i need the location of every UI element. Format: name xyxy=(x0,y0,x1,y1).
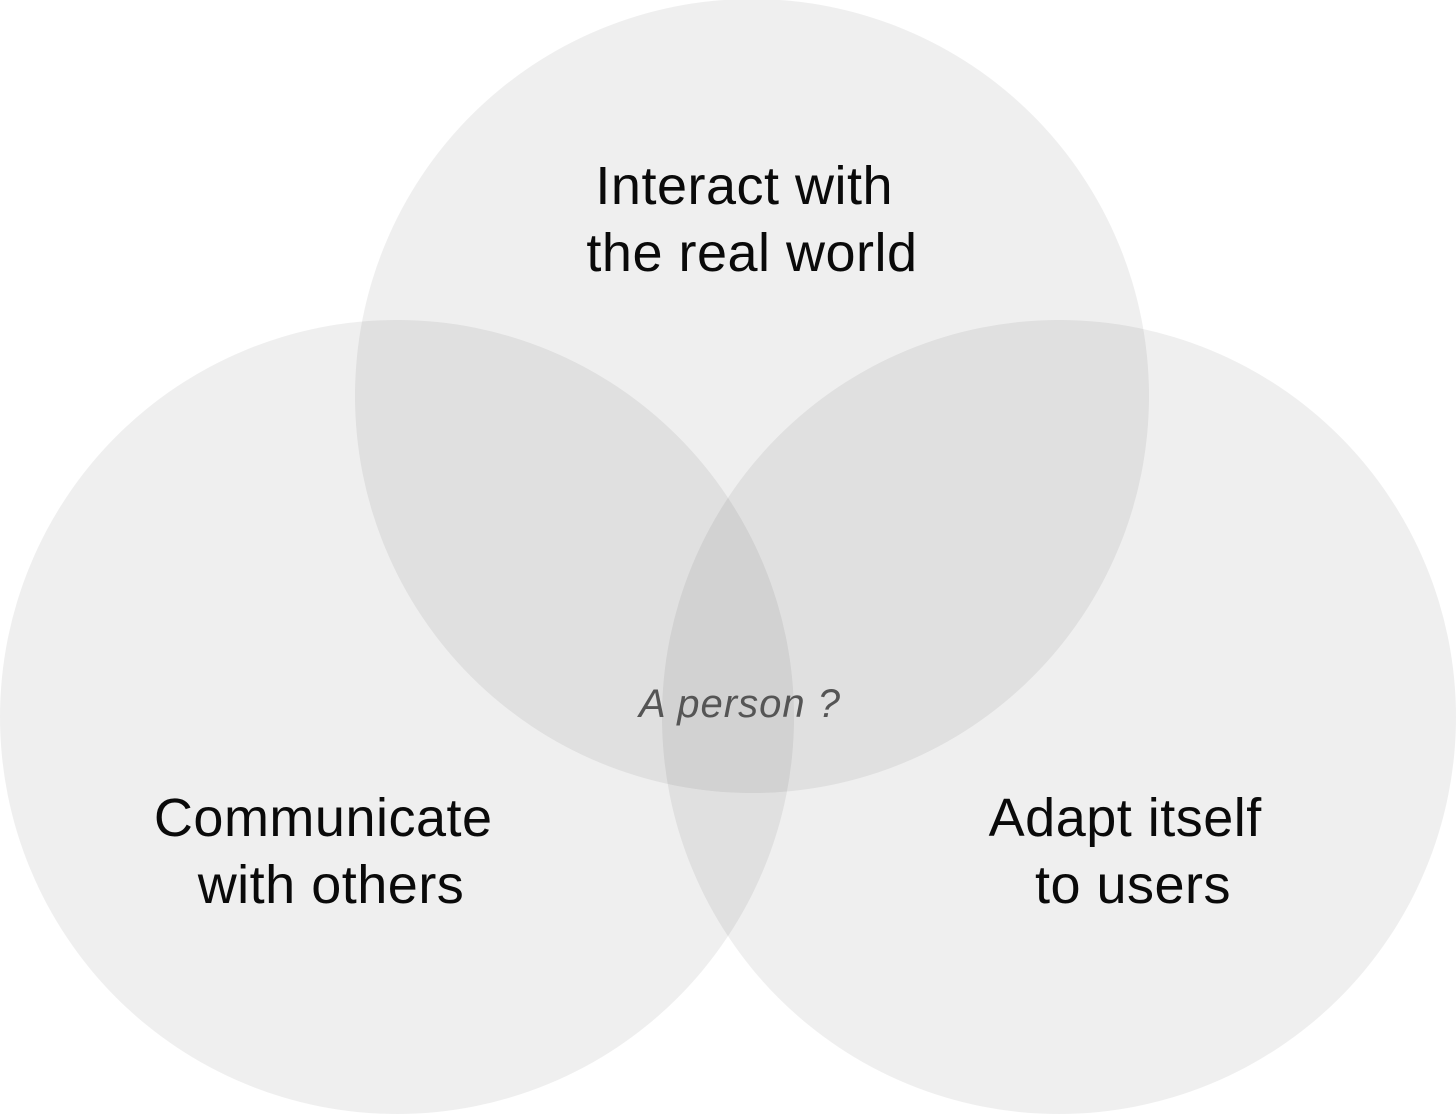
set-label-right: Adapt itself to users xyxy=(989,788,1278,915)
set-circle-left xyxy=(0,320,794,1114)
set-label-left: Communicate with others xyxy=(154,788,508,915)
intersection-label: A person ? xyxy=(637,682,841,726)
set-circle-right xyxy=(662,320,1456,1114)
set-label-left-line-2: with others xyxy=(197,855,465,915)
set-label-right-line-1: Adapt itself xyxy=(989,788,1263,848)
set-label-top-line-1: Interact with xyxy=(595,156,893,216)
set-label-left-line-1: Communicate xyxy=(154,788,493,848)
set-circle-top xyxy=(355,0,1149,793)
set-label-top-line-2: the real world xyxy=(586,223,917,283)
set-label-right-line-2: to users xyxy=(1035,855,1231,915)
set-label-top: Interact with the real world xyxy=(586,156,917,283)
